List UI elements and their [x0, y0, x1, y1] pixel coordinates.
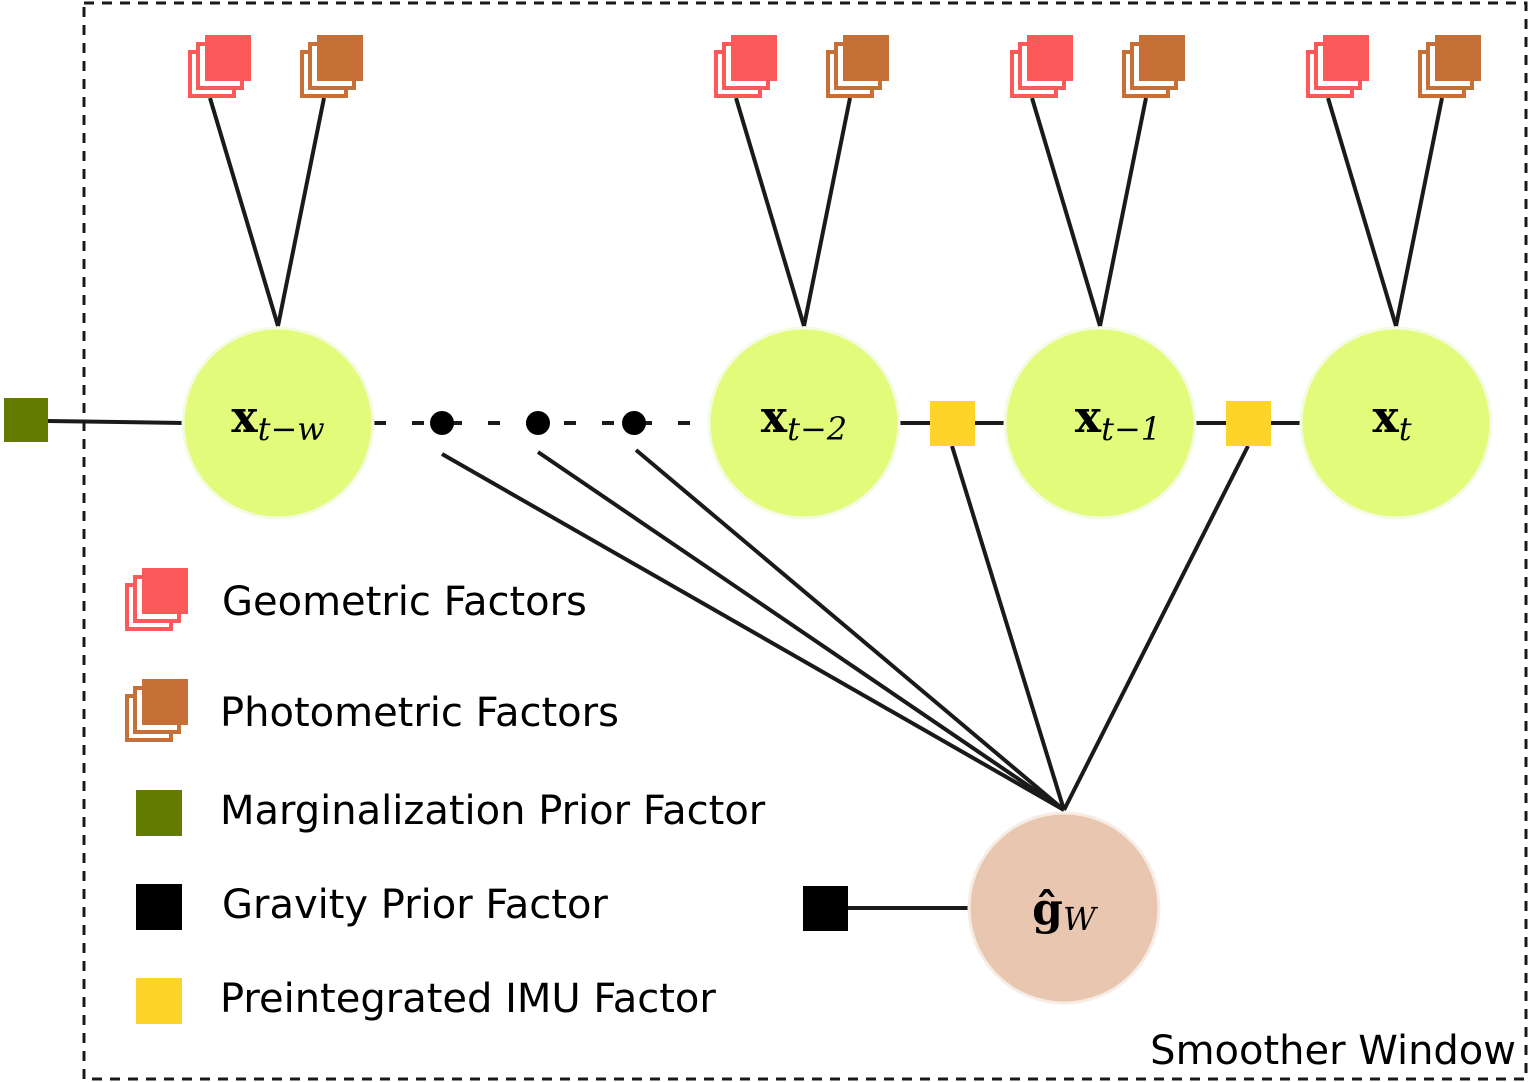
svg-text:xt−2: xt−2 [761, 392, 847, 448]
imu-factor-icon [136, 978, 182, 1024]
imu-factor [1226, 401, 1271, 446]
svg-text:Photometric Factors: Photometric Factors [220, 690, 619, 736]
svg-text:xt−w: xt−w [231, 392, 324, 448]
state-node-x-t-minus-2: xt−2 [707, 326, 901, 520]
legend-item-marginalization: Marginalization Prior Factor [136, 788, 766, 836]
geometric-factor-icon [1306, 34, 1370, 98]
svg-text:xt: xt [1372, 392, 1411, 448]
marginalization-prior-icon [136, 790, 182, 836]
geometric-factor-icon [714, 34, 778, 98]
legend-item-imu: Preintegrated IMU Factor [136, 976, 716, 1024]
gravity-node-g-w: ĝW [967, 811, 1161, 1005]
legend: Geometric Factors Photometric Factors Ma… [125, 567, 766, 1024]
state-node-x-t: xt [1299, 326, 1493, 520]
smoother-window-frame [82, 1, 1528, 1081]
legend-item-gravity-prior: Gravity Prior Factor [136, 882, 608, 930]
state-node-x-t-minus-w: xt−w [181, 326, 375, 520]
svg-text:Marginalization Prior Factor: Marginalization Prior Factor [220, 788, 766, 834]
svg-text:Gravity Prior Factor: Gravity Prior Factor [222, 882, 608, 928]
state-chain-edges [47, 419, 1302, 425]
gravity-prior-icon [136, 884, 182, 930]
geometric-factor-icon [188, 34, 252, 98]
photometric-factor-icon [1122, 34, 1186, 98]
imu-factor [930, 401, 975, 446]
photometric-factor-icon [1418, 34, 1482, 98]
elided-state-dot [622, 411, 646, 435]
factor-edges [208, 97, 1444, 327]
gravity-prior-factor [803, 886, 848, 931]
geometric-factor-icon [125, 567, 189, 631]
legend-item-geometric: Geometric Factors [125, 567, 587, 631]
photometric-factor-icon [125, 678, 189, 742]
photometric-factor-icon [300, 34, 364, 98]
elided-state-dot [430, 411, 454, 435]
svg-text:Preintegrated IMU Factor: Preintegrated IMU Factor [220, 976, 716, 1022]
legend-item-photometric: Photometric Factors [125, 678, 619, 742]
geometric-factor-icon [1010, 34, 1074, 98]
gravity-edges [441, 445, 1250, 910]
elided-state-dot [526, 411, 550, 435]
smoother-window-label: Smoother Window [1150, 1028, 1516, 1074]
svg-text:ĝW: ĝW [1032, 884, 1099, 938]
svg-text:Geometric Factors: Geometric Factors [222, 579, 587, 625]
state-node-x-t-minus-1: xt−1 [1003, 326, 1197, 520]
photometric-factor-icon [826, 34, 890, 98]
marginalization-prior-factor [4, 398, 48, 442]
svg-text:xt−1: xt−1 [1075, 392, 1161, 448]
